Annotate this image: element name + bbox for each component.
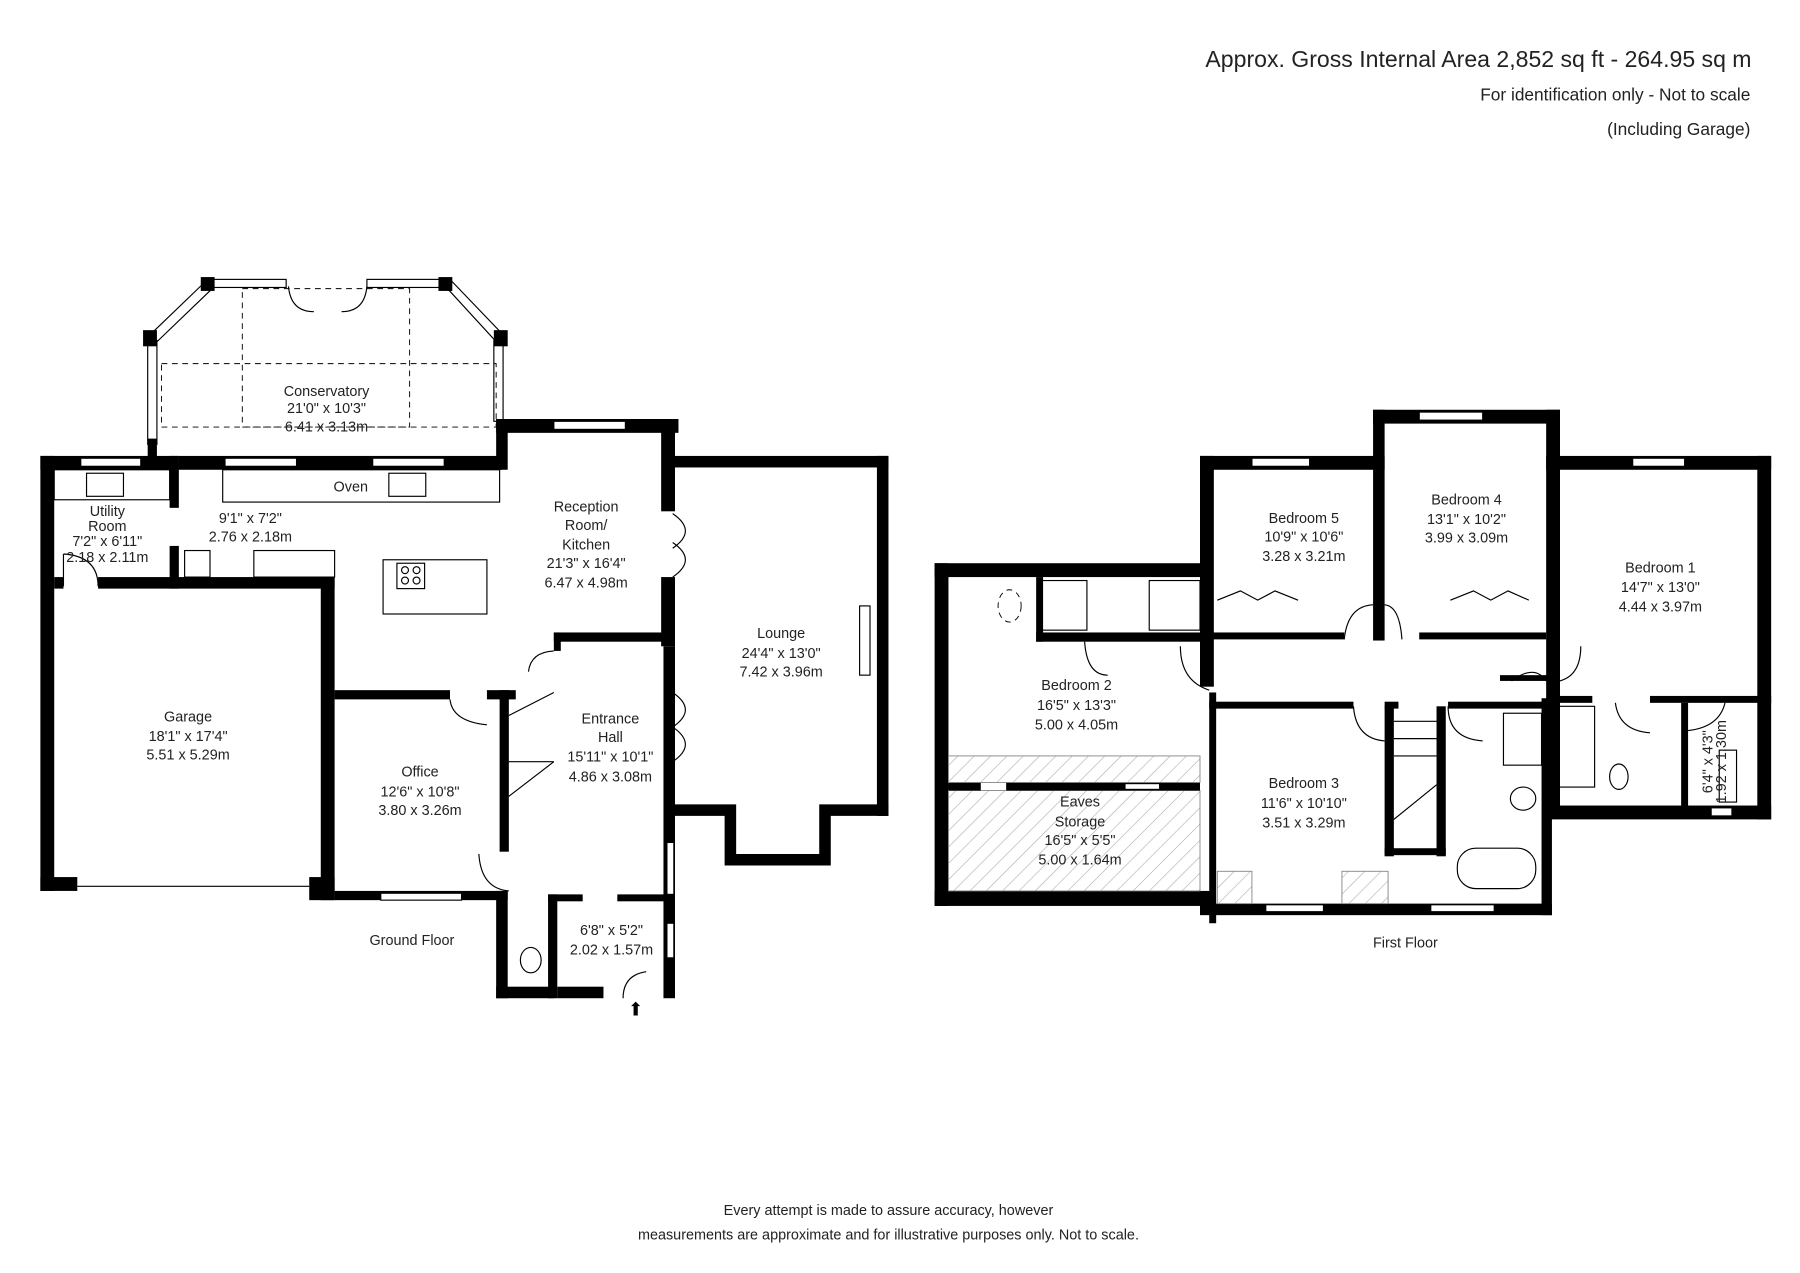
- room-dimensions-imperial: 6'4" x 4'3": [1700, 730, 1716, 793]
- room-dimensions-metric: 3.28 x 3.21m: [1262, 549, 1345, 565]
- room-name: Bedroom 5: [1269, 511, 1339, 527]
- room-entrance-hall: Entrance Hall 15'11" x 10'1" 4.86 x 3.08…: [567, 712, 653, 786]
- room-utility: Utility Room 7'2" x 6'11" 2.18 x 2.11m: [66, 504, 148, 566]
- room-dimensions-imperial: 15'11" x 10'1": [567, 750, 653, 766]
- room-dimensions-metric: 3.80 x 3.26m: [378, 803, 461, 819]
- room-office: Office 12'6" x 10'8" 3.80 x 3.26m: [378, 765, 461, 819]
- first-floor-plan: Bedroom 5 10'9" x 10'6" 3.28 x 3.21m Bed…: [934, 409, 1772, 951]
- room-name-2: Room/: [565, 518, 607, 534]
- garage-note: (Including Garage): [1607, 119, 1750, 139]
- room-dimensions-metric: 4.86 x 3.08m: [569, 769, 652, 785]
- room-eaves-storage: Eaves Storage 16'5" x 5'5" 5.00 x 1.64m: [1038, 795, 1121, 869]
- room-bedroom-3: Bedroom 3 11'6" x 10'10" 3.51 x 3.29m: [1261, 776, 1347, 831]
- room-lounge: Lounge 24'4" x 13'0" 7.42 x 3.96m: [740, 626, 823, 680]
- toilet-icon: [1609, 763, 1629, 790]
- room-name: Eaves: [1060, 795, 1100, 811]
- shower-icon: [1502, 712, 1543, 766]
- conservatory-walls: [143, 277, 508, 470]
- room-name-2: Storage: [1055, 814, 1105, 830]
- room-dimensions-metric: 5.51 x 5.29m: [146, 747, 229, 763]
- entrance-arrow-icon: ⬆: [628, 1000, 643, 1021]
- room-name-2: Hall: [598, 730, 623, 746]
- toilet-icon: [1509, 786, 1537, 811]
- room-bedroom-4: Bedroom 4 13'1" x 10'2" 3.99 x 3.09m: [1425, 492, 1508, 546]
- shower-icon: [1148, 579, 1201, 631]
- room-name: Bedroom 3: [1269, 776, 1339, 792]
- room-dimensions-imperial: 11'6" x 10'10": [1261, 796, 1347, 812]
- room-name: Bedroom 1: [1625, 560, 1695, 576]
- room-name: Garage: [164, 709, 212, 725]
- bath-icon: [1456, 847, 1537, 890]
- room-dimensions-metric: 2.02 x 1.57m: [570, 942, 653, 958]
- room-name: Reception: [554, 499, 619, 515]
- hob-icon: [396, 562, 426, 590]
- room-dimensions-metric: 2.18 x 2.11m: [66, 550, 148, 566]
- room-dimensions-imperial: 21'3" x 16'4": [547, 556, 626, 572]
- room-name-3: Kitchen: [562, 537, 610, 553]
- room-dimensions-imperial: 7'2" x 6'11": [72, 534, 142, 550]
- toilet-icon: [519, 946, 542, 974]
- room-garage: Garage 18'1" x 17'4" 5.51 x 5.29m: [146, 709, 229, 763]
- room-dimensions-metric: 5.00 x 1.64m: [1038, 852, 1121, 868]
- first-floor-label: First Floor: [1373, 935, 1438, 951]
- disclaimer: Every attempt is made to assure accuracy…: [638, 1203, 1139, 1243]
- room-dimensions-imperial: 24'4" x 13'0": [742, 646, 821, 662]
- room-name: Office: [401, 765, 438, 781]
- room-dimensions-metric: 3.51 x 3.29m: [1262, 815, 1345, 831]
- room-kitchen: Reception Room/ Kitchen 21'3" x 16'4" 6.…: [545, 499, 628, 591]
- room-name: Conservatory: [284, 384, 370, 400]
- room-dimensions-imperial: 16'5" x 13'3": [1037, 698, 1116, 714]
- room-dimensions-imperial: 9'1" x 7'2": [219, 511, 282, 527]
- room-dimensions-imperial: 16'5" x 5'5": [1045, 833, 1116, 849]
- room-dimensions-metric: 2.76 x 2.18m: [209, 529, 292, 545]
- room-dimensions-metric: 4.44 x 3.97m: [1619, 600, 1702, 616]
- room-dimensions-metric: 6.47 x 4.98m: [545, 575, 628, 591]
- room-name: Bedroom 4: [1431, 492, 1501, 508]
- room-dimensions-imperial: 14'7" x 13'0": [1621, 580, 1700, 596]
- ground-floor-label: Ground Floor: [369, 933, 454, 949]
- room-conservatory: Conservatory 21'0" x 10'3" 6.41 x 3.13m: [284, 384, 370, 436]
- room-dimensions-metric: 3.99 x 3.09m: [1425, 530, 1508, 546]
- oven-label: Oven: [334, 480, 368, 496]
- room-dimensions-metric: 7.42 x 3.96m: [740, 664, 823, 680]
- room-dimensions-imperial: 12'6" x 10'8": [380, 784, 459, 800]
- room-name: Lounge: [757, 626, 805, 642]
- room-dimensions-imperial: 10'9" x 10'6": [1264, 529, 1343, 545]
- room-dimensions-metric: 1.92 x 1.30m: [1714, 720, 1730, 803]
- room-passage: 9'1" x 7'2" 2.76 x 2.18m: [209, 511, 292, 545]
- gross-area: Approx. Gross Internal Area 2,852 sq ft …: [1205, 46, 1751, 72]
- room-name: Bedroom 2: [1041, 678, 1111, 694]
- disclaimer-line-1: Every attempt is made to assure accuracy…: [724, 1203, 1054, 1219]
- room-name-2: Room: [88, 519, 126, 535]
- room-bedroom-5: Bedroom 5 10'9" x 10'6" 3.28 x 3.21m: [1262, 511, 1345, 565]
- bath-shower-icon: [1557, 705, 1596, 788]
- sink-icon: [388, 472, 427, 497]
- room-dimensions-metric: 6.41 x 3.13m: [285, 420, 368, 436]
- room-porch: 6'8" x 5'2" 2.02 x 1.57m: [570, 923, 653, 959]
- sink-icon: [85, 472, 125, 497]
- room-name: Utility: [90, 504, 126, 520]
- room-dimensions-imperial: 13'1" x 10'2": [1427, 512, 1506, 528]
- room-dimensions-imperial: 18'1" x 17'4": [149, 729, 228, 745]
- ground-floor-plan: ⬆ Conservatory 21'0" x 10'3" 6.41 x 3.13…: [40, 277, 889, 1021]
- room-dimensions-imperial: 6'8" x 5'2": [580, 923, 643, 939]
- room-name: Entrance: [582, 712, 640, 728]
- room-bedroom-2: Bedroom 2 16'5" x 13'3" 5.00 x 4.05m: [1035, 678, 1118, 733]
- room-ensuite-small: 6'4" x 4'3" 1.92 x 1.30m: [1700, 720, 1730, 803]
- room-bedroom-1: Bedroom 1 14'7" x 13'0" 4.44 x 3.97m: [1619, 560, 1702, 615]
- room-dimensions-metric: 5.00 x 4.05m: [1035, 717, 1118, 733]
- disclaimer-line-2: measurements are approximate and for ill…: [638, 1227, 1139, 1243]
- header: Approx. Gross Internal Area 2,852 sq ft …: [1205, 46, 1751, 139]
- identification-note: For identification only - Not to scale: [1480, 85, 1750, 105]
- room-dimensions-imperial: 21'0" x 10'3": [287, 401, 366, 417]
